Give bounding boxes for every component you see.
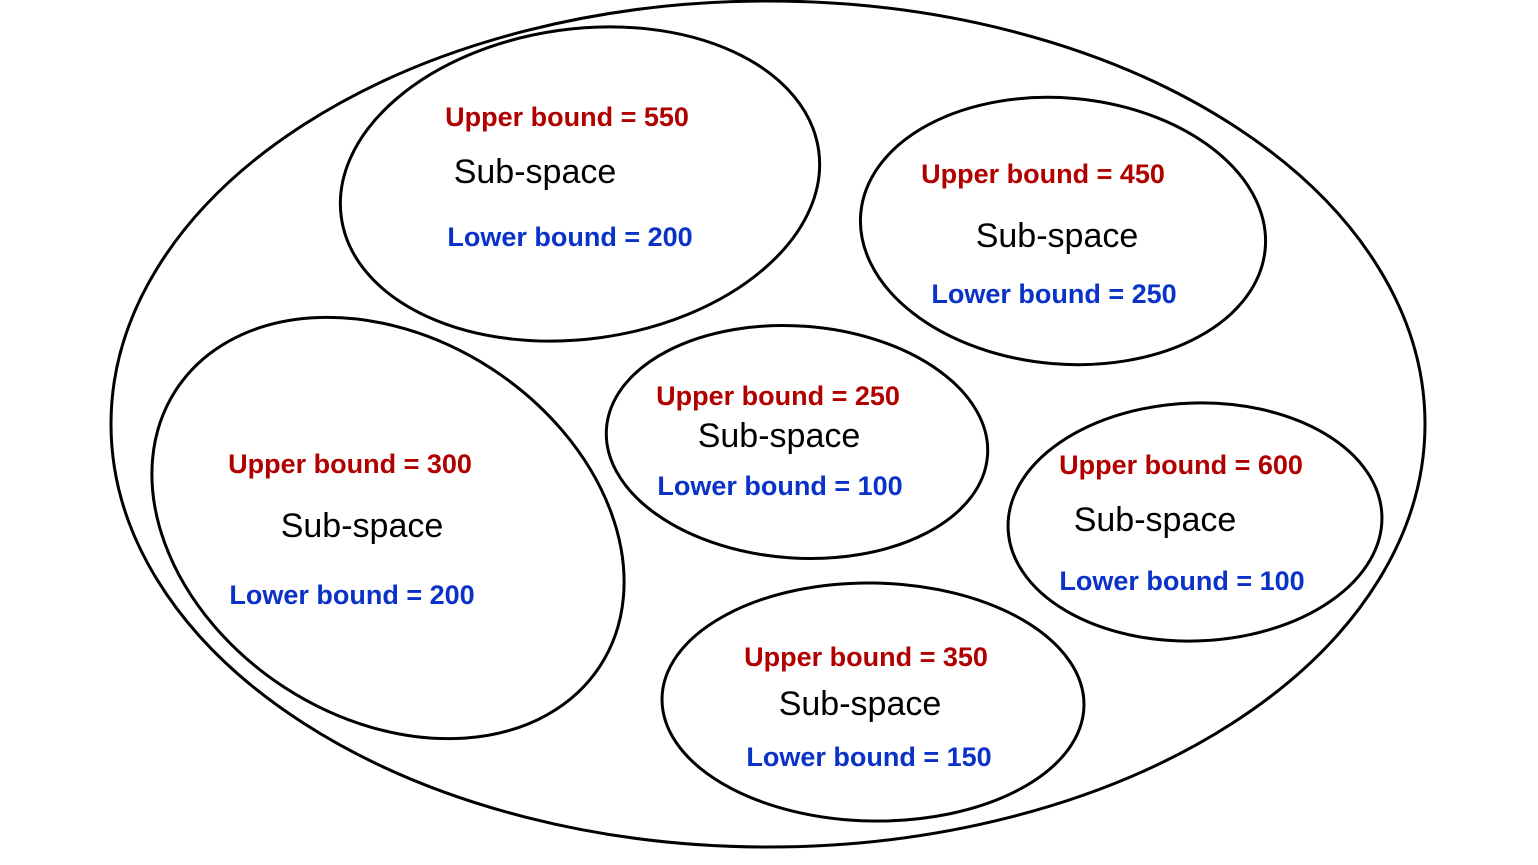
subspace-ellipse xyxy=(660,581,1086,823)
lower-bound-label: Lower bound = 100 xyxy=(657,471,902,501)
subspace-4: Upper bound = 300 Sub-space Lower bound … xyxy=(150,315,626,741)
upper-bound-label: Upper bound = 250 xyxy=(656,381,900,411)
subspace-6: Upper bound = 350 Sub-space Lower bound … xyxy=(660,581,1086,823)
subspace-3: Upper bound = 250 Sub-space Lower bound … xyxy=(604,324,990,560)
subspace-ellipse xyxy=(338,25,822,343)
subspace-ellipse xyxy=(150,315,626,741)
subspace-2: Upper bound = 450 Sub-space Lower bound … xyxy=(858,95,1268,367)
upper-bound-label: Upper bound = 300 xyxy=(228,449,472,479)
subspace-1: Upper bound = 550 Sub-space Lower bound … xyxy=(338,25,822,343)
subspace-label: Sub-space xyxy=(976,217,1139,255)
subspace-ellipse xyxy=(1006,401,1384,643)
subspace-ellipse xyxy=(858,95,1268,367)
subspace-label: Sub-space xyxy=(698,417,861,455)
subspace-ellipse xyxy=(604,324,990,560)
subspace-label: Sub-space xyxy=(454,153,617,191)
outer-space-ellipse xyxy=(109,0,1427,849)
upper-bound-label: Upper bound = 600 xyxy=(1059,450,1303,480)
subspace-5: Upper bound = 600 Sub-space Lower bound … xyxy=(1006,401,1384,643)
upper-bound-label: Upper bound = 350 xyxy=(744,642,988,672)
lower-bound-label: Lower bound = 250 xyxy=(931,279,1176,309)
subspace-label: Sub-space xyxy=(281,507,444,545)
lower-bound-label: Lower bound = 150 xyxy=(746,742,991,772)
lower-bound-label: Lower bound = 100 xyxy=(1059,566,1304,596)
lower-bound-label: Lower bound = 200 xyxy=(447,222,692,252)
upper-bound-label: Upper bound = 450 xyxy=(921,159,1165,189)
lower-bound-label: Lower bound = 200 xyxy=(229,580,474,610)
subspace-label: Sub-space xyxy=(1074,501,1237,539)
upper-bound-label: Upper bound = 550 xyxy=(445,102,689,132)
subspace-label: Sub-space xyxy=(779,685,942,723)
